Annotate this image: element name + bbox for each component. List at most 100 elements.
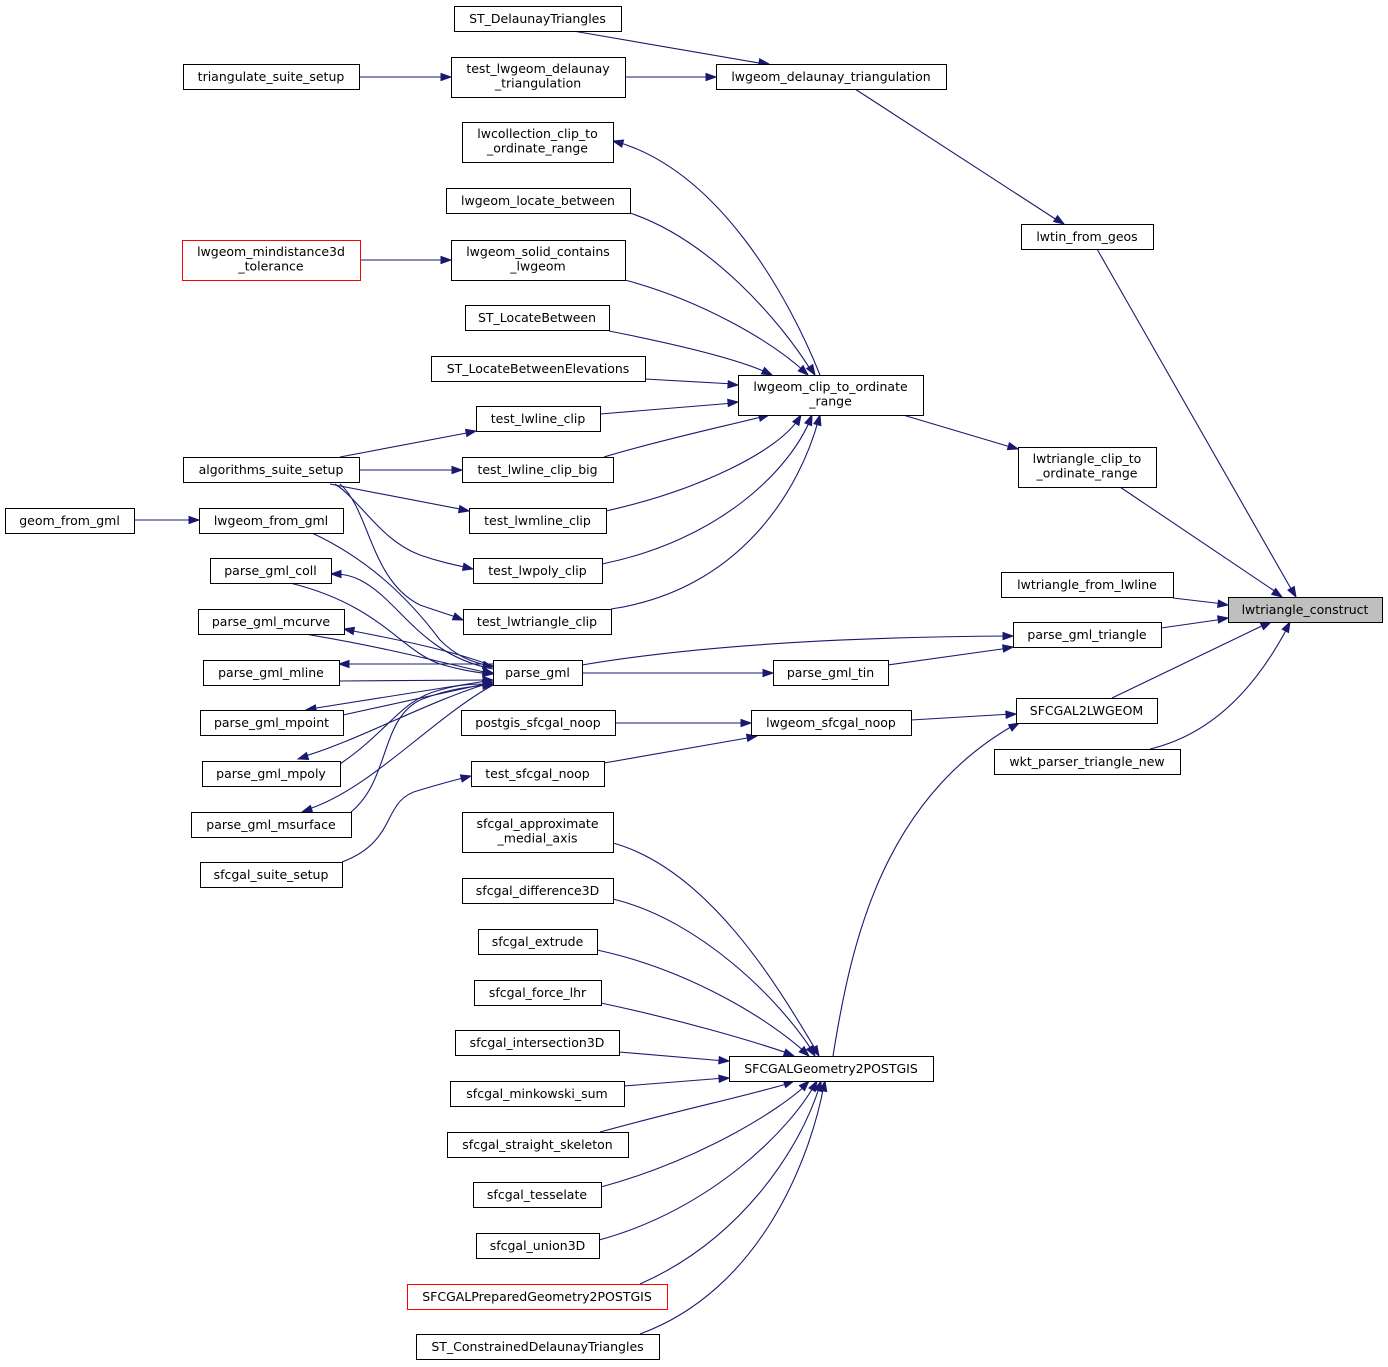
node-sfcgal-intersection3d[interactable]: sfcgal_intersection3D (455, 1030, 620, 1056)
edges-layer (134, 30, 1297, 1335)
node-lwgeom-mindistance3d[interactable]: lwgeom_mindistance3d_tolerance (182, 240, 361, 281)
node-sfcgal-straight-skeleton[interactable]: sfcgal_straight_skeleton (447, 1132, 629, 1158)
node-parse-gml-coll[interactable]: parse_gml_coll (210, 558, 332, 584)
node-box (465, 305, 610, 331)
node-parse-gml-triangle[interactable]: parse_gml_triangle (1013, 622, 1162, 648)
node-lwtriangle-construct[interactable]: lwtriangle_construct (1228, 597, 1383, 623)
node-box (203, 660, 340, 686)
node-algorithms-suite-setup[interactable]: algorithms_suite_setup (183, 457, 360, 483)
node-label: wkt_parser_triangle_new (1009, 754, 1164, 769)
node-sfcgal-suite-setup[interactable]: sfcgal_suite_setup (200, 862, 343, 888)
arrowhead (440, 72, 453, 82)
node-box (462, 457, 614, 483)
node-label: _medial_axis (497, 831, 578, 846)
edge-parse_gml-to-parse_gml_tin (582, 668, 775, 678)
node-test-lwline-clip-big[interactable]: test_lwline_clip_big (462, 457, 614, 483)
node-parse-gml-tin[interactable]: parse_gml_tin (773, 660, 889, 686)
node-lwgeom-delaunay[interactable]: lwgeom_delaunay_triangulation (716, 64, 947, 90)
node-sfcgalgeometry2postgis[interactable]: SFCGALGeometry2POSTGIS (729, 1056, 934, 1082)
node-sfcgal-tesselate[interactable]: sfcgal_tesselate (473, 1182, 602, 1208)
arrowhead (611, 139, 625, 148)
node-parse-gml[interactable]: parse_gml (493, 660, 583, 686)
edge-test_lwgeom_delaunay-to-lwgeom_delaunay (625, 72, 718, 82)
node-st-locatebetween[interactable]: ST_LocateBetween (465, 305, 610, 331)
edge-test_lwtriangle_clip-to-lwgeom_clip (610, 413, 822, 610)
edge-lwgeom_solid_contains-to-lwgeom_clip (624, 279, 810, 376)
node-label: parse_gml_mline (218, 665, 324, 680)
node-box (1228, 597, 1383, 623)
node-lwgeom-solid-contains[interactable]: lwgeom_solid_contains_lwgeom (451, 240, 626, 281)
node-triangulate-suite-setup[interactable]: triangulate_suite_setup (183, 64, 360, 90)
arrowhead (1005, 710, 1018, 719)
node-parse-gml-msurface[interactable]: parse_gml_msurface (191, 812, 352, 838)
node-label: parse_gml (505, 665, 570, 680)
edge-parse_gml_mcurve-to-parse_gml (304, 633, 495, 676)
node-parse-gml-mline[interactable]: parse_gml_mline (203, 660, 340, 686)
edge-algorithms_suite_setup-to-test_lwtriangle_clip (339, 483, 465, 621)
node-box (200, 710, 344, 736)
node-st-delaunaytriangles[interactable]: ST_DelaunayTriangles (454, 6, 622, 32)
edge-parse_gml-to-parse_gml_mpoly (296, 681, 494, 761)
node-sfcgal-minkowski-sum[interactable]: sfcgal_minkowski_sum (450, 1081, 625, 1107)
node-parse-gml-mpoint[interactable]: parse_gml_mpoint (200, 710, 344, 736)
edge-test_lwpoly_clip-to-lwgeom_clip (601, 413, 813, 565)
node-st-constraineddelaunay[interactable]: ST_ConstrainedDelaunayTriangles (416, 1334, 660, 1360)
node-sfcgal-force-lhr[interactable]: sfcgal_force_lhr (474, 980, 602, 1006)
node-sfcgalprepared[interactable]: SFCGALPreparedGeometry2POSTGIS (407, 1284, 668, 1310)
node-sfcgal-approximate[interactable]: sfcgal_approximate_medial_axis (462, 812, 614, 853)
edge-parse_gml-to-parse_gml_msurface (300, 684, 494, 813)
node-geom-from-gml[interactable]: geom_from_gml (5, 508, 135, 534)
node-wkt-parser-triangle-new[interactable]: wkt_parser_triangle_new (994, 749, 1181, 775)
node-lwtriangle-from-lwline[interactable]: lwtriangle_from_lwline (1001, 572, 1174, 598)
node-parse-gml-mcurve[interactable]: parse_gml_mcurve (198, 609, 345, 635)
node-lwtin-from-geos[interactable]: lwtin_from_geos (1021, 224, 1154, 250)
node-label: parse_gml_mcurve (212, 614, 331, 629)
edge-line (347, 629, 494, 667)
edge-line (610, 417, 820, 610)
node-box (416, 1334, 660, 1360)
node-lwgeom-sfcgal-noop[interactable]: lwgeom_sfcgal_noop (751, 710, 912, 736)
node-label: test_lwmline_clip (484, 513, 591, 528)
node-test-lwpoly-clip[interactable]: test_lwpoly_clip (473, 558, 603, 584)
edge-line (1119, 486, 1280, 595)
edge-line (338, 679, 490, 682)
node-test-lwtriangle-clip[interactable]: test_lwtriangle_clip (463, 609, 612, 635)
edge-line (600, 1083, 808, 1188)
edge-st_locatebetween-to-lwgeom_clip (608, 330, 774, 376)
node-lwgeom-from-gml[interactable]: lwgeom_from_gml (199, 508, 344, 534)
node-postgis-sfcgal-noop[interactable]: postgis_sfcgal_noop (461, 710, 616, 736)
node-label: sfcgal_extrude (492, 934, 584, 949)
node-test-sfcgal-noop[interactable]: test_sfcgal_noop (471, 761, 605, 787)
node-sfcgal-union3d[interactable]: sfcgal_union3D (476, 1233, 600, 1259)
edge-lwgeom_clip-to-lwtriangle_clip (902, 414, 1020, 451)
node-box (199, 508, 344, 534)
node-lwtriangle-clip[interactable]: lwtriangle_clip_to_ordinate_range (1018, 447, 1157, 488)
node-lwcollection-clip[interactable]: lwcollection_clip_to_ordinate_range (462, 122, 614, 163)
node-sfcgal2lwgeom[interactable]: SFCGAL2LWGEOM (1016, 698, 1158, 724)
edge-line (601, 417, 812, 565)
edge-parse_gml_triangle-to-lwtriangle_construct (1160, 615, 1230, 629)
node-label: lwtriangle_construct (1242, 602, 1369, 617)
node-test-lwmline-clip[interactable]: test_lwmline_clip (469, 508, 607, 534)
node-test-lwline-clip[interactable]: test_lwline_clip (476, 406, 601, 432)
node-label: ST_ConstrainedDelaunayTriangles (431, 1339, 643, 1354)
arrowhead (1006, 441, 1020, 451)
edge-postgis_sfcgal_noop-to-lwgeom_sfcgal_noop (615, 718, 753, 728)
edge-line (910, 713, 1013, 721)
node-lwgeom-locate-between[interactable]: lwgeom_locate_between (446, 188, 631, 214)
node-label: parse_gml_mpoint (214, 715, 329, 730)
node-label: _ordinate_range (486, 141, 588, 156)
node-sfcgal-extrude[interactable]: sfcgal_extrude (478, 929, 598, 955)
node-sfcgal-difference3d[interactable]: sfcgal_difference3D (462, 878, 614, 904)
edge-parse_gml_mline-to-parse_gml (338, 675, 495, 685)
node-label: lwgeom_solid_contains (466, 244, 610, 259)
node-box (447, 1132, 629, 1158)
node-st-locatebetweenelevations[interactable]: ST_LocateBetweenElevations (431, 356, 646, 382)
arrowhead (300, 804, 314, 813)
node-parse-gml-mpoly[interactable]: parse_gml_mpoly (202, 761, 341, 787)
node-lwgeom-clip[interactable]: lwgeom_clip_to_ordinate_range (738, 375, 924, 416)
node-box (473, 558, 603, 584)
node-box (182, 240, 361, 281)
node-test-lwgeom-delaunay[interactable]: test_lwgeom_delaunay_triangulation (451, 57, 626, 98)
edge-parse_gml-to-parse_gml_triangle (581, 631, 1015, 666)
